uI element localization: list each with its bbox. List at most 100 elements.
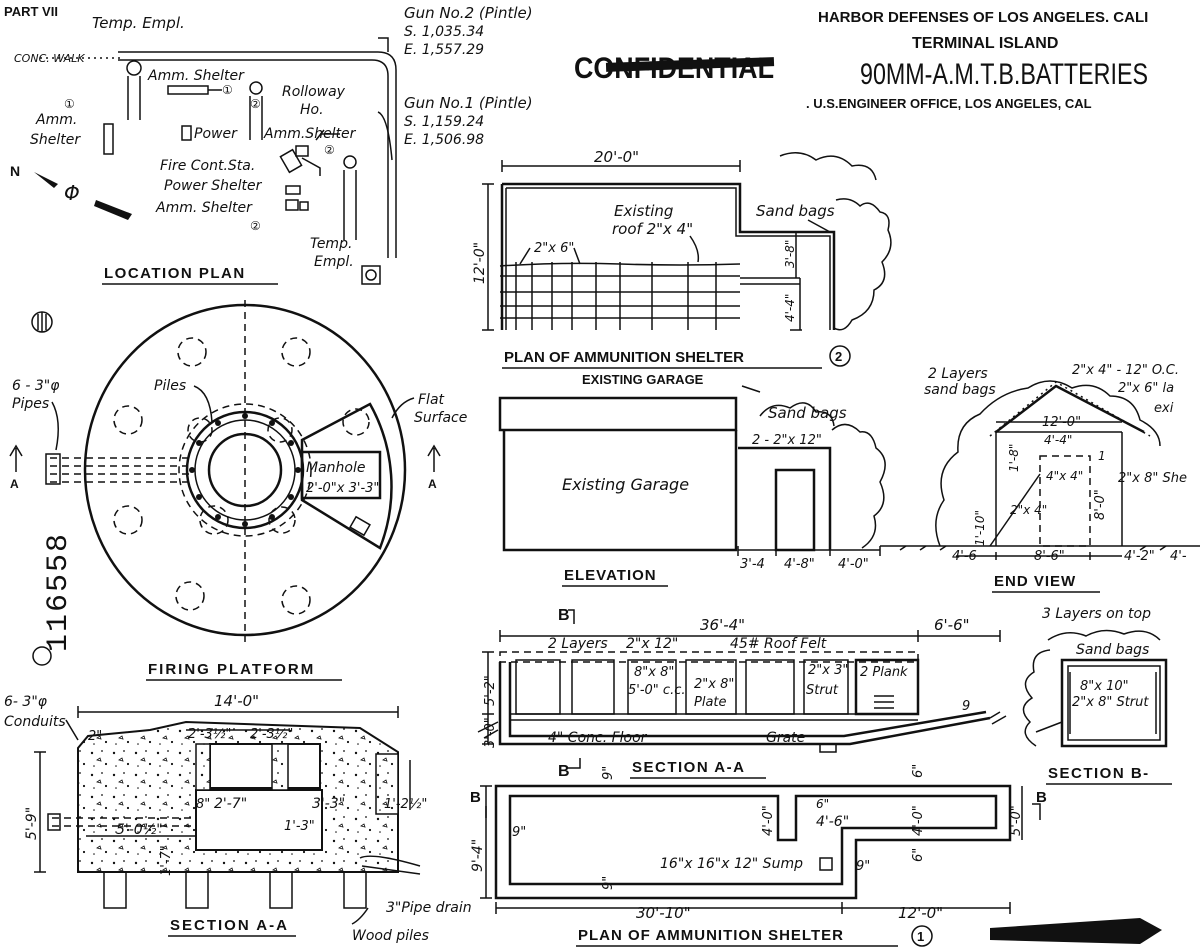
elevation-existing-garage-top: EXISTING GARAGE <box>582 372 704 387</box>
section-b: 3 Layers on top Sand bags 8"x 10" 2"x 8"… <box>1022 606 1172 785</box>
shelter1-12-0: 12'-0" <box>898 904 943 922</box>
end-view-4-l: 4'- <box>1170 549 1187 564</box>
end-view-exi: exi <box>1154 401 1174 416</box>
section-aa-right-plank: 2 Plank <box>860 665 908 680</box>
conduits-label-2: Conduits <box>4 714 66 730</box>
end-view-8-6: 8'-6" <box>1034 549 1065 564</box>
location-plan-title: LOCATION PLAN <box>104 265 246 282</box>
section-aa-right-title: SECTION A-A <box>632 759 745 776</box>
shelter2-existing-2: roof 2"x 4" <box>612 220 693 238</box>
shelter1-6a: 6" <box>911 764 926 778</box>
section-aa-left: 6- 3"φ Conduits 14'-0" 2" 2'-3½" 2'-3½" … <box>4 692 472 944</box>
manhole-label-2: 2'-0"x 3'-3" <box>306 481 379 496</box>
section-aa-right-conc-floor: 4" Conc. Floor <box>548 730 648 746</box>
shelter2-title: PLAN OF AMMUNITION SHELTER <box>504 349 744 366</box>
shelter1-6c: 6" <box>816 797 829 811</box>
end-view-12-0: 12'-0" <box>1042 415 1081 430</box>
conduits-label-1: 6- 3"φ <box>4 694 48 710</box>
end-view-2x6-la: 2"x 6" la <box>1118 381 1174 396</box>
elevation-4-8: 4'-8" <box>784 557 815 572</box>
gun-2-line-3: E. 1,557.29 <box>404 42 484 58</box>
temp-empl-bottom-label-2: Empl. <box>314 254 354 270</box>
shelter1-title: PLAN OF AMMUNITION SHELTER <box>578 927 844 944</box>
circle-1-label: ① <box>222 83 233 97</box>
wood-piles-label: Wood piles <box>352 928 429 944</box>
shelter1-30-10: 30'-10" <box>636 904 691 922</box>
manhole-label-1: Manhole <box>306 460 365 476</box>
corner-redaction <box>990 918 1162 944</box>
end-view-4-2: 4'-2" <box>1124 549 1155 564</box>
end-view-8-0: 8'-0" <box>1093 489 1108 520</box>
shelter2-4-4: 4'-4" <box>783 294 797 322</box>
end-view-2x8-she: 2"x 8" She <box>1118 471 1187 486</box>
section-b-strut: 2"x 8" Strut <box>1072 695 1149 710</box>
pipe-drain-label: 3"Pipe drain <box>386 900 472 916</box>
section-b-8x10: 8"x 10" <box>1080 679 1129 694</box>
binder-mark <box>31 311 53 666</box>
shelter2-existing-1: Existing <box>614 202 673 220</box>
pile-dots <box>189 413 301 527</box>
section-aa-right-2x12: 2"x 12" <box>626 636 678 652</box>
section-aa-right-3-0: 3'-0" <box>483 717 498 748</box>
part-label: PART VII <box>4 4 58 19</box>
section-b-mark-top: B <box>558 607 570 624</box>
dim-5-9: 5'-9" <box>24 807 40 840</box>
fire-cont-label: Fire Cont.Sta. <box>160 158 255 174</box>
section-aa-right-2x8: 2"x 8" <box>694 677 734 692</box>
north-label: N <box>10 163 20 179</box>
shelter1-9c: 9" <box>601 876 616 890</box>
dim-3-3: 3'-3" <box>312 796 345 812</box>
dim-5-0: 5'-0½" <box>116 822 163 838</box>
power-label: Power <box>194 126 238 142</box>
firing-platform-title: FIRING PLATFORM <box>148 661 315 678</box>
temp-empl-top-label: Temp. Empl. <box>92 14 185 32</box>
elevation-4-0: 4'-0" <box>838 557 869 572</box>
section-aa-right-strut: Strut <box>806 683 839 698</box>
dim-2in: 2" <box>88 729 102 744</box>
section-aa-right-roof-felt: 45# Roof Felt <box>730 636 827 652</box>
section-aa-right: B B 36'-4" 6'-6" 2 Layers 2"x 12" 45# Ro… <box>477 607 1007 780</box>
end-view-4x4: 4"x 4" <box>1046 469 1083 483</box>
gun-1-line-2: S. 1,159.24 <box>404 114 484 130</box>
firing-platform: Manhole 2'-0"x 3'-3" A A 6 - 3"φ Pipes P… <box>9 300 467 681</box>
elevation-existing-garage: Existing Garage <box>562 475 689 494</box>
shelter1-4-0b: 4'-0" <box>911 805 926 836</box>
circle-2c-label: ② <box>250 97 261 111</box>
shelter1-6b: 6" <box>911 848 926 862</box>
stamp-redaction <box>605 57 775 72</box>
pipes-label-1: 6 - 3"φ <box>12 378 60 394</box>
section-b-layers: 3 Layers on top <box>1042 606 1151 622</box>
dim-2-3b: 2'-3½" <box>250 727 293 742</box>
shelter-1-plan: B B 9'-4" 9" 9" 9" 9" 4'-0" 4'-6" 4'-0" … <box>470 764 1047 947</box>
section-aa-right-2x3: 2"x 3" <box>808 663 848 678</box>
end-view-1-10: 1'-10" <box>973 510 987 546</box>
temp-empl-bottom-label-1: Temp. <box>310 236 352 252</box>
drawing-number: 116558 <box>42 532 76 652</box>
circle-1b-label: ① <box>64 97 75 111</box>
elevation-2x12: 2 - 2"x 12" <box>752 433 822 448</box>
rolloway-label: Rolloway <box>282 84 346 100</box>
end-view: 2 Layers sand bags 2"x 4" - 12" O.C. 2"x… <box>880 363 1200 593</box>
wood-pile-stubs <box>103 871 367 909</box>
shelter1-b-left: B <box>470 789 481 806</box>
circle-2b-label: ② <box>250 219 261 233</box>
dim-2-3a: 2'-3½" <box>188 727 231 742</box>
shelter1-5-0: 5'-0" <box>1009 805 1024 836</box>
pipes-label-2: Pipes <box>12 396 49 412</box>
amm-shelter-3-label: Amm.Shelter <box>263 126 357 142</box>
shelter1-sump: 16"x 16"x 12" Sump <box>660 856 803 872</box>
shelter1-9a: 9" <box>512 825 526 840</box>
gun-1-line-1: Gun No.1 (Pintle) <box>404 94 533 112</box>
shelter1-4-6: 4'-6" <box>816 814 849 830</box>
shelter1-title-number: 1 <box>917 929 924 944</box>
shelter2-width: 20'-0" <box>594 148 639 166</box>
end-view-layers-1: 2 Layers <box>928 366 988 382</box>
end-view-4-4: 4'-4" <box>1044 433 1072 447</box>
dim-14-0: 14'-0" <box>214 692 259 710</box>
title-line-1: HARBOR DEFENSES OF LOS ANGELES. CALI <box>818 9 1148 26</box>
title-block: PART VII HARBOR DEFENSES OF LOS ANGELES.… <box>4 4 1162 944</box>
end-view-layers-2: sand bags <box>924 382 996 398</box>
shelter2-height: 12'-0" <box>472 242 488 284</box>
section-mark-a-left: A <box>10 477 19 491</box>
shelter1-4-0a: 4'-0" <box>761 805 776 836</box>
